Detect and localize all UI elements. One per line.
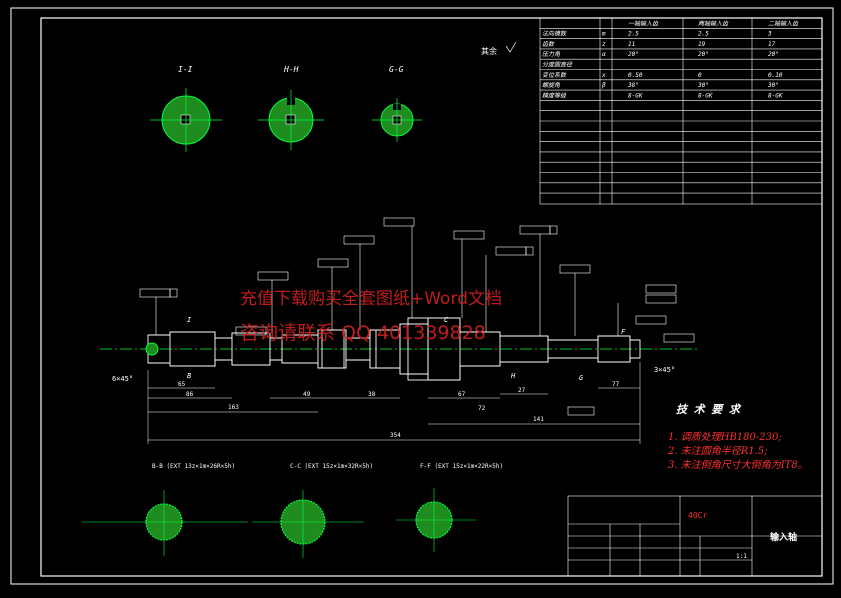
svg-text:65: 65: [178, 381, 186, 388]
svg-text:H: H: [510, 372, 516, 380]
svg-text:354: 354: [390, 432, 401, 439]
part-name: 输入轴: [770, 531, 797, 543]
table-header: 二轴输入齿: [768, 19, 799, 27]
roughness-icon: [505, 41, 517, 53]
table-cell: 分度圆直径: [542, 61, 573, 69]
table-cell: 2.5: [628, 31, 639, 38]
table-cell: 法向模数: [542, 30, 567, 38]
table-header: 一轴输入齿: [628, 19, 659, 27]
svg-text:86: 86: [186, 391, 194, 398]
table-cell: 0.10: [768, 72, 783, 79]
table-cell: 精度等级: [542, 91, 567, 99]
table-cell: m: [601, 31, 606, 38]
title-block: [567, 495, 823, 577]
scale: 1:1: [736, 553, 747, 560]
table-cell: 11: [628, 41, 635, 48]
svg-text:F: F: [621, 328, 626, 336]
dimensions: [147, 362, 641, 444]
section-H-H: H-H: [258, 65, 324, 150]
table-cell: 压力角: [542, 50, 561, 58]
tolerance-frames: [139, 217, 695, 416]
center-hole: [145, 342, 159, 356]
svg-text:B: B: [187, 372, 191, 380]
table-cell: 38°: [627, 82, 639, 89]
parameter-table: [539, 17, 823, 205]
table-cell: 0.50: [628, 72, 643, 79]
table-cell: 17: [768, 41, 776, 48]
table-cell: 8-GK: [628, 92, 643, 99]
section-I-I: I-I: [150, 65, 222, 152]
section-G-G: G-G: [372, 65, 422, 142]
table-cell: x: [601, 72, 606, 79]
material: 40Cr: [688, 511, 707, 520]
table-cell: 3: [767, 31, 772, 38]
svg-text:141: 141: [533, 416, 544, 423]
tech-item-2: 2. 未注圆角半径R1.5;: [668, 446, 768, 457]
section-title: F-F (EXT 15z×1m×22R×5h): [420, 463, 503, 470]
svg-text:C: C: [444, 316, 449, 324]
table-cell: 0: [698, 72, 702, 79]
svg-text:163: 163: [228, 404, 239, 411]
svg-text:72: 72: [478, 405, 486, 412]
svg-text:I: I: [187, 316, 192, 324]
table-cell: 19: [698, 41, 706, 48]
tech-item-1: 1. 调质处理HB180-230;: [668, 432, 782, 443]
table-cell: β: [601, 82, 606, 89]
table-cell: α: [602, 51, 606, 58]
tech-title: 技 术 要 求: [676, 403, 742, 416]
table-cell: 变位系数: [542, 71, 567, 79]
table-cell: z: [602, 41, 606, 48]
bottom-section-C: C-C (EXT 15z×1m×32R×5h): [252, 463, 373, 558]
table-cell: 20°: [768, 51, 779, 58]
svg-text:27: 27: [518, 387, 526, 394]
bottom-section-F: F-F (EXT 15z×1m×22R×5h): [396, 463, 503, 552]
watermark-line1: 充值下载购买全套图纸+Word文档: [240, 289, 502, 309]
inner-frame: [40, 17, 823, 577]
svg-text:67: 67: [458, 391, 466, 398]
chamfer-label: 3×45°: [654, 366, 675, 374]
roughness-note: 其余: [481, 46, 497, 56]
section-markers: I B C H G F: [187, 316, 626, 382]
section-label: G-G: [389, 65, 404, 74]
main-shaft: [100, 317, 700, 381]
svg-text:G: G: [579, 374, 584, 382]
svg-text:49: 49: [303, 391, 311, 398]
outer-frame: [10, 7, 834, 585]
table-cell: 8-GK: [768, 92, 783, 99]
dimension-text: 354 163 141 86 65 67 72 49 38 27 77: [178, 381, 620, 439]
watermark-line2: 咨询请联系 QQ 401339828: [240, 322, 486, 344]
table-header: 两轴输入齿: [698, 19, 729, 27]
chamfer-label: 6×45°: [112, 375, 133, 383]
svg-text:38: 38: [368, 391, 376, 398]
section-title: C-C (EXT 15z×1m×32R×5h): [290, 463, 373, 470]
table-cell: 螺旋角: [542, 81, 561, 89]
table-cell: 8-GK: [698, 92, 713, 99]
svg-text:77: 77: [612, 381, 620, 388]
table-cell: 齿数: [542, 40, 555, 48]
section-title: B-B (EXT 13z×1m×26R×5h): [152, 463, 235, 470]
table-cell: 30°: [697, 82, 709, 89]
section-label: H-H: [283, 65, 299, 74]
table-cell: 20°: [628, 51, 639, 58]
table-cell: 20°: [698, 51, 709, 58]
tech-item-3: 3. 未注倒角尺寸大倒角为IT8。: [668, 460, 808, 471]
table-cell: 2.5: [698, 31, 709, 38]
bottom-section-B: B-B (EXT 13z×1m×26R×5h): [82, 463, 248, 556]
section-label: I-I: [178, 65, 193, 74]
table-cell: 30°: [767, 82, 779, 89]
